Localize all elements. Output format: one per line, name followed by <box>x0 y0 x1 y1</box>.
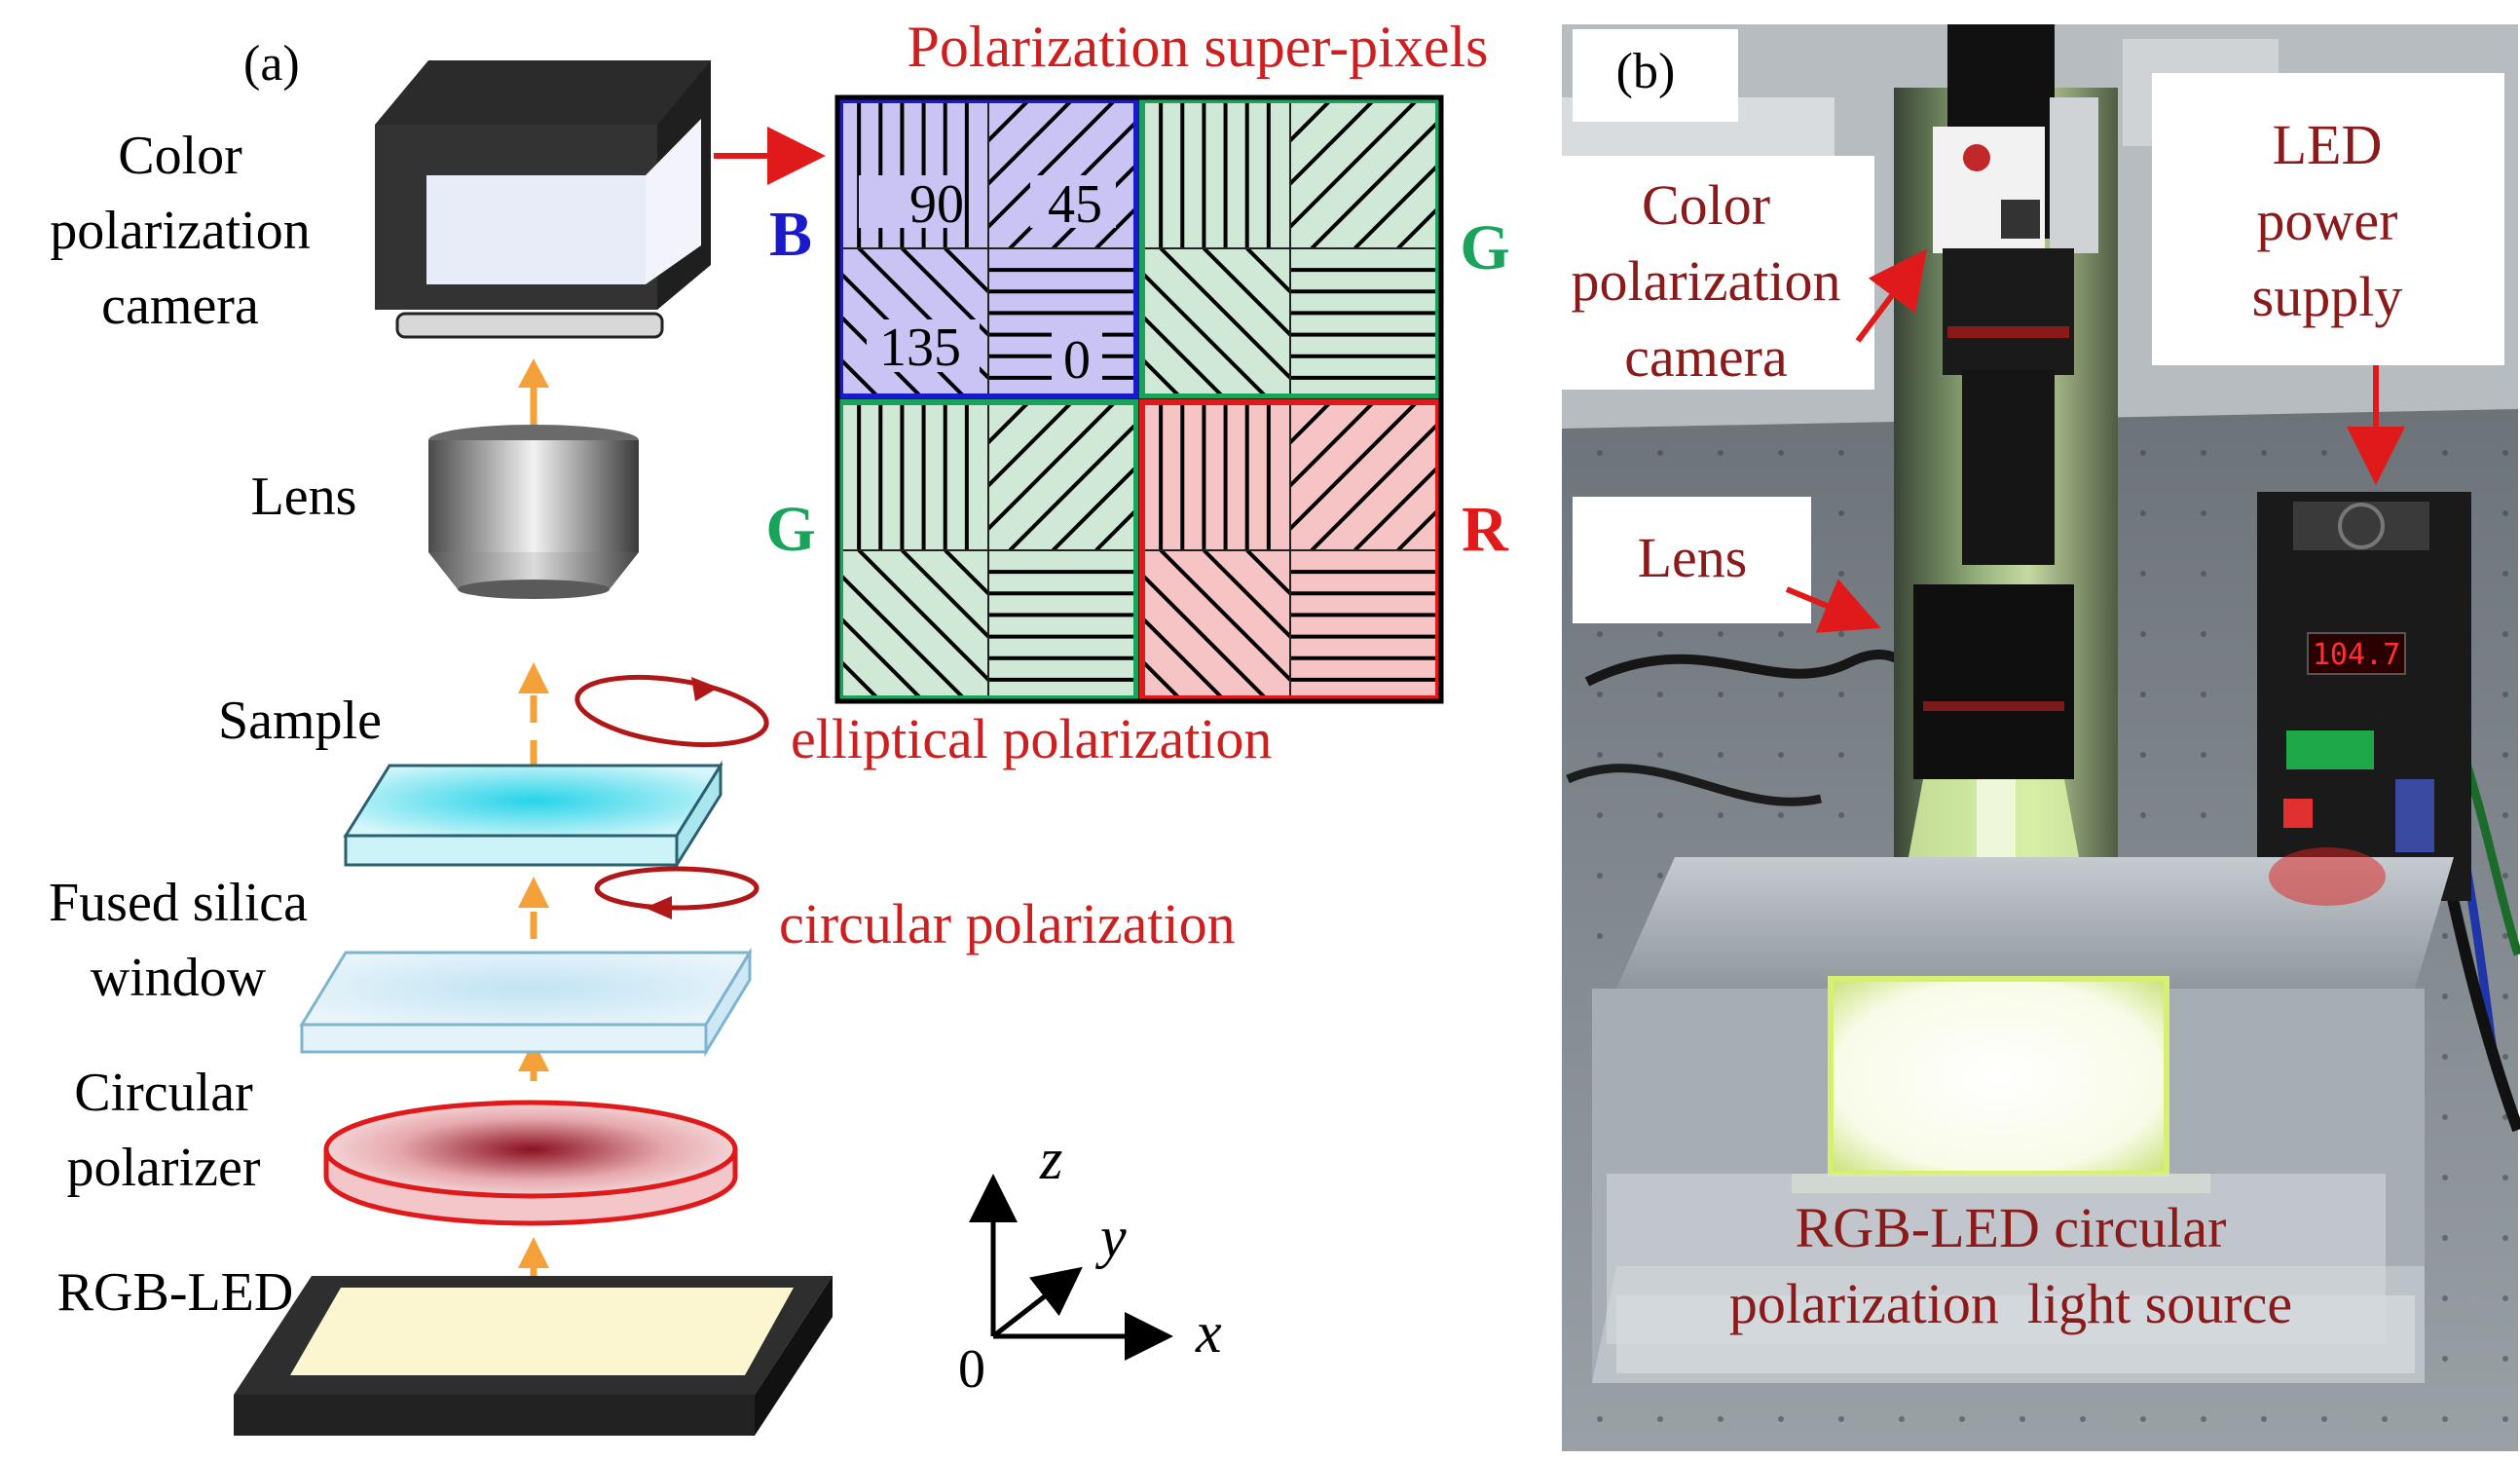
circular-polarization-label: circular polarization <box>779 892 1236 955</box>
superpixel-grid <box>834 94 1444 704</box>
channel-label-r: R <box>1462 494 1509 565</box>
photo-source-label-line-2: polarization light source <box>1729 1272 2292 1335</box>
photo-power-label-line-1: LED <box>2273 113 2383 176</box>
circular-polarization-arrowhead <box>645 896 672 919</box>
photo-camera-label-line-2: polarization <box>1571 249 1840 313</box>
elliptical-polarization-loop <box>574 675 769 747</box>
panel-a-label: (a) <box>243 36 300 92</box>
panel-a: (a) Color polarization camera <box>49 15 1510 1436</box>
window-label-line-1: Fused silica <box>49 873 308 933</box>
photo-camera-label-line-3: camera <box>1624 325 1787 389</box>
circular-polarizer-disc <box>323 1100 738 1226</box>
axis-y-label: y <box>1094 1205 1127 1269</box>
photo-source-label-line-1: RGB-LED circular <box>1796 1196 2227 1259</box>
axis-z-label: z <box>1039 1127 1062 1191</box>
photo-lens-pointer <box>1785 579 1881 633</box>
camera-illustration <box>375 60 711 339</box>
angle-90: 90 <box>909 174 964 235</box>
angle-45: 45 <box>1048 174 1102 235</box>
polarizer-label-line-1: Circular <box>74 1063 253 1123</box>
channel-label-g-right: G <box>1460 212 1509 283</box>
camera-label-line-1: Color <box>118 126 242 186</box>
panel-b-label: (b) <box>1616 44 1676 99</box>
elliptical-polarization-label: elliptical polarization <box>791 707 1272 770</box>
axis-origin-label: 0 <box>958 1339 985 1400</box>
photo-lens-label: Lens <box>1638 526 1748 589</box>
superpixel-block-red <box>1138 398 1442 702</box>
channel-label-g-left: G <box>765 494 815 565</box>
superpixel-outer-border <box>834 94 1444 704</box>
lens-illustration <box>428 425 639 599</box>
panel-b-photo: 104.7 (b) Color polarization camera LED … <box>1534 24 2520 1451</box>
photo-panel-label-box <box>1573 29 1738 122</box>
photo-camera-label-line-1: Color <box>1642 173 1770 237</box>
angle-135: 135 <box>879 318 961 378</box>
photo-camera-pointer <box>1855 248 1927 343</box>
window-label-line-2: window <box>91 948 267 1008</box>
superpixel-block-green-bottom <box>836 398 1140 702</box>
superpixel-title: Polarization super-pixels <box>908 15 1489 79</box>
superpixel-block-green-top <box>1138 96 1442 400</box>
angle-0: 0 <box>1063 330 1091 391</box>
sample-label: Sample <box>218 691 382 751</box>
led-label: RGB-LED <box>57 1262 294 1323</box>
camera-label-line-3: camera <box>101 276 259 336</box>
angle-labels: 90 45 135 0 <box>859 174 1116 391</box>
light-path-arrows <box>518 358 549 1334</box>
sample-slab <box>343 760 723 871</box>
pixel-cell-v <box>1138 398 1291 551</box>
rgb-led-panel <box>234 1276 833 1436</box>
camera-label-line-2: polarization <box>50 201 310 261</box>
polarizer-label-line-2: polarizer <box>67 1138 261 1198</box>
circular-polarization-loop <box>594 866 760 911</box>
axis-x-label: x <box>1195 1300 1222 1365</box>
channel-label-b: B <box>769 199 812 270</box>
pixel-cell-d135 <box>836 549 989 702</box>
photo-power-label-line-3: supply <box>2252 265 2403 328</box>
elliptical-polarization-arrowhead <box>691 677 719 701</box>
fused-silica-window <box>299 947 753 1058</box>
power-supply-display: 104.7 <box>2313 638 2400 672</box>
coordinate-axes <box>969 1174 1173 1361</box>
photo-power-label-line-2: power <box>2257 189 2398 252</box>
lens-label: Lens <box>251 467 357 527</box>
